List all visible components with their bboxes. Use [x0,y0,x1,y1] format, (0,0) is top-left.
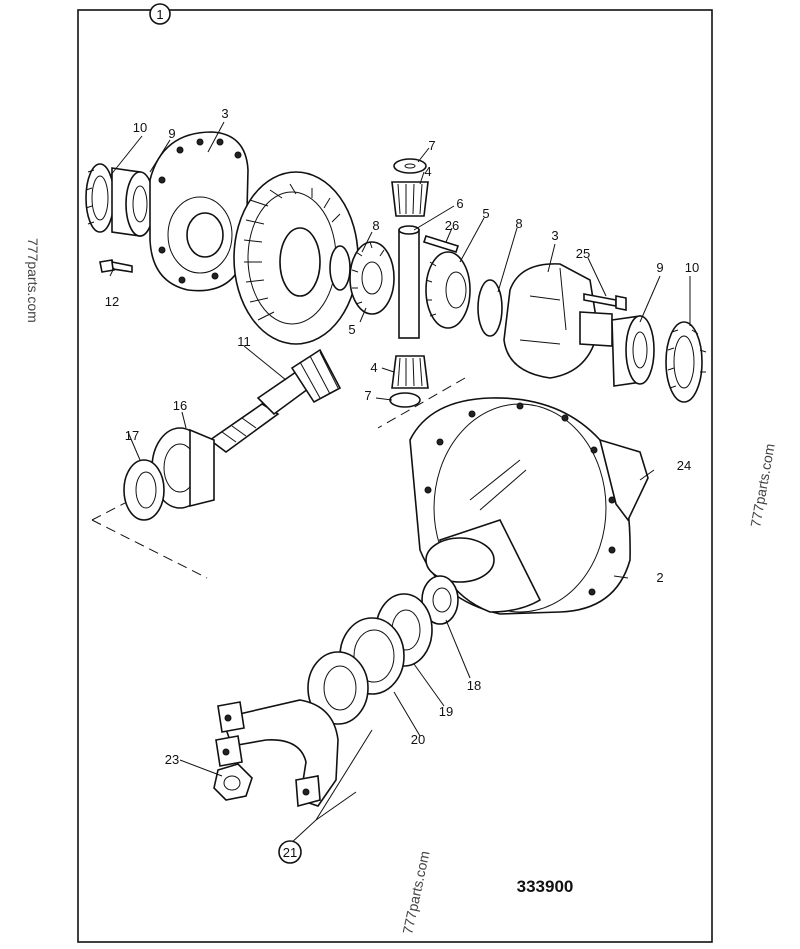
cross-pin [398,225,420,339]
watermark-left: 777parts.com [25,238,41,323]
label-8-right: 8 [515,216,522,231]
label-10-left: 10 [133,120,147,135]
label-2: 2 [656,570,663,585]
pinion-gear-4-top [391,181,429,217]
label-21-circle [278,840,302,864]
side-gear-left [349,241,395,315]
part-labels: 10 9 3 7 4 6 26 5 8 3 25 9 10 8 5 12 11 … [105,106,699,864]
watermark-bottom: 777parts.com [399,849,432,935]
label-6: 6 [456,196,463,211]
title-callout-number: 1 [156,7,163,22]
seal-18 [421,575,459,625]
crown-wheel [233,171,359,345]
pinion-gear-4-bottom [391,355,429,389]
diff-case-right [503,263,613,379]
label-4-top: 4 [424,164,431,179]
washer-7-bottom [389,392,421,408]
label-7-top: 7 [428,138,435,153]
label-9-left: 9 [168,126,175,141]
label-9-right: 9 [656,260,663,275]
bolt-12 [99,259,133,273]
label-23: 23 [165,752,179,767]
shim-17 [123,459,165,521]
label-18: 18 [467,678,481,693]
label-19: 19 [439,704,453,719]
bolt-25 [583,293,627,311]
label-11: 11 [237,334,251,349]
label-20: 20 [411,732,425,747]
label-26: 26 [445,218,459,233]
diff-case-left [149,131,249,292]
drawing-number: 333900 [517,877,574,896]
leader-lines [109,121,691,845]
washer-21 [307,651,369,725]
thrust-washer-8-left [329,245,351,291]
thrust-washer-8-right [477,279,503,337]
side-gear-right [425,251,471,329]
label-25: 25 [576,246,590,261]
label-10-right: 10 [685,260,699,275]
label-21: 21 [283,845,297,860]
label-3-left: 3 [221,106,228,121]
label-4-bottom: 4 [370,360,377,375]
bearing-left [111,167,155,237]
washer-7-top [393,158,427,174]
watermark-right: 777parts.com [747,442,777,528]
nut-23 [213,763,253,801]
title-callout: 1 [149,3,171,25]
label-5-right: 5 [482,206,489,221]
label-12: 12 [105,294,119,309]
label-8-left: 8 [372,218,379,233]
pinion-bearing [151,427,215,509]
label-3-right: 3 [551,228,558,243]
drive-pinion [208,348,342,453]
drive-yoke [215,699,339,808]
label-7-bottom: 7 [364,388,371,403]
label-5-left: 5 [348,322,355,337]
axle-housing [409,397,649,615]
bearing-nut-left [85,163,115,233]
bearing-right [611,315,655,387]
bearing-nut-right [665,321,707,403]
label-16: 16 [173,398,187,413]
label-24: 24 [677,458,691,473]
pin-26 [422,235,460,253]
drawing-frame [77,9,713,943]
label-17: 17 [125,428,139,443]
